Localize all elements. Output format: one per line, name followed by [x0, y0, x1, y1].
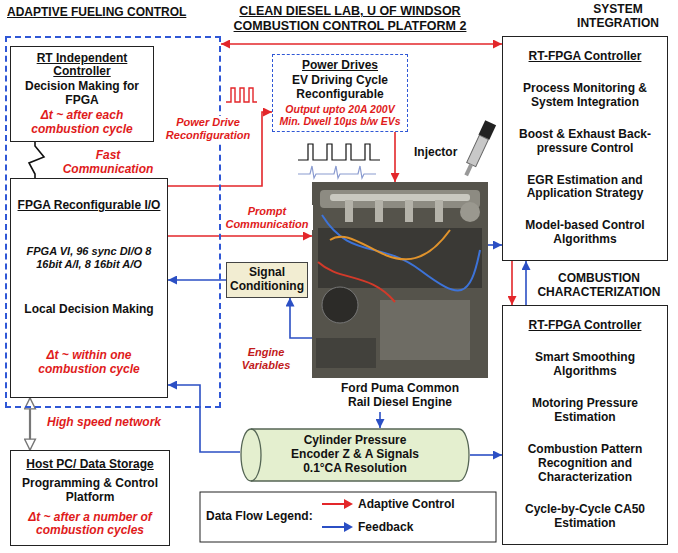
fpga-box: FPGA Reconfigurable I/O FPGA VI, 96 sync …: [10, 178, 168, 398]
flow-arrow: [290, 298, 312, 338]
legend-entry: Adaptive Control: [320, 497, 455, 511]
pulse-train: [226, 88, 257, 102]
sensor-wire: [322, 215, 480, 290]
flow-arrow: [221, 43, 502, 45]
box-title: RT-FPGA Controller: [508, 319, 662, 333]
injector-nozzle: [464, 164, 473, 177]
injector-stub: [435, 200, 443, 222]
legend-sample: [320, 521, 354, 533]
flow-arrow: [511, 261, 513, 305]
flow-arrow: [394, 132, 396, 182]
engine-figure: Ford Puma Common Rail Diesel Engine: [312, 182, 488, 412]
engine-photo-ground: [312, 182, 488, 378]
injector-stub: [345, 200, 353, 222]
cam-cover: [320, 190, 480, 208]
engine-part: [316, 338, 376, 368]
flow-arrow: [470, 454, 502, 456]
box-text: Programming & Control Platform: [16, 477, 164, 505]
box-text: Decision Making for FPGA: [16, 80, 148, 108]
box-text: Smart Smoothing Algorithms: [508, 351, 662, 379]
box-text: Process Monitoring & System Integration: [508, 82, 662, 110]
pressure-cylinder: Cylinder Pressure Encoder Z & A Signals …: [240, 428, 470, 482]
box-title: Host PC/ Data Storage: [16, 458, 164, 472]
injector-figure: [461, 120, 496, 178]
legend-entry: Feedback: [320, 520, 413, 534]
engine-part: [460, 202, 480, 222]
cylinder-face: [251, 429, 261, 481]
box-text: Ford Puma Common Rail Diesel Engine: [334, 382, 466, 410]
flow-arrow: [168, 235, 312, 237]
timing-note: Output upto 20A 200V Min. Dwell 10µs b/w…: [276, 103, 404, 127]
edge-label: Prompt Communication: [221, 205, 313, 230]
legend-sample-head: [344, 499, 353, 509]
legend-sample: [320, 498, 354, 510]
drive-waveform: [298, 144, 380, 160]
lightning-link: [29, 142, 44, 178]
box-text: Signal Conditioning: [230, 266, 304, 294]
box-text: EV Driving Cycle Reconfigurable: [276, 74, 404, 102]
box-title: Power Drives: [276, 59, 404, 73]
pulley: [322, 287, 358, 323]
region-frame: ADAPTIVE FUELING CONTROLRT Independent C…: [5, 36, 221, 408]
controller-box: SYSTEM INTEGRATIONRT-FPGA ControllerProc…: [502, 36, 668, 261]
flow-arrow: [168, 279, 226, 281]
flow-arrow: [29, 398, 31, 450]
timing-note: Δt ~ after a number of combustion cycles: [16, 511, 164, 539]
flow-arrow: [379, 412, 381, 428]
legend-text: Adaptive Control: [358, 497, 455, 511]
box-text: Combustion Pattern Recognition and Chara…: [508, 443, 662, 484]
box-text: Cylinder Pressure Encoder Z & A Signals …: [280, 434, 430, 475]
controller-box: RT Independent ControllerDecision Making…: [10, 46, 154, 142]
box-text: FPGA VI, 96 sync DI/O 8 16bit A/I, 8 16b…: [16, 245, 162, 270]
flow-arrow: [488, 244, 502, 246]
edge-label: Engine Variables: [222, 346, 310, 371]
legend-text: Feedback: [358, 520, 413, 534]
legend-title: Data Flow Legend:: [206, 510, 318, 524]
timing-note: Δt ~ after each combustion cycle: [16, 109, 148, 137]
box-text: Local Decision Making: [16, 303, 162, 317]
section-heading: COMBUSTION CHARACTERIZATION: [531, 272, 667, 300]
common-rail: [330, 194, 470, 201]
legend-sample-head: [344, 522, 353, 532]
injector-stub: [405, 200, 413, 222]
section-heading: ADAPTIVE FUELING CONTROL: [7, 6, 217, 20]
part-label: Injector: [414, 146, 464, 160]
sensor-wire: [330, 230, 450, 259]
edge-label: High speed network: [42, 416, 166, 430]
cylinder-body: [241, 429, 469, 481]
legend-sample-line: [322, 503, 345, 505]
manifold: [380, 300, 470, 360]
box-text: EGR Estimation and Application Strategy: [508, 174, 662, 202]
injector-stub: [375, 200, 383, 222]
host-box: Host PC/ Data StorageProgramming & Contr…: [10, 450, 170, 546]
sensor-wire: [318, 262, 395, 302]
flow-arrow: [168, 385, 240, 452]
section-heading: SYSTEM INTEGRATION: [569, 3, 667, 31]
timing-note: Δt ~ within one combustion cycle: [16, 349, 162, 377]
injector-body: [467, 135, 489, 166]
signal-conditioning-box: Signal Conditioning: [226, 262, 308, 298]
box-text: Model-based Control Algorithms: [508, 219, 662, 247]
flow-arrow: [525, 261, 527, 305]
box-text: Boost & Exhaust Back-pressure Control: [508, 128, 662, 156]
edge-label: Power Drive Reconfiguration: [162, 116, 254, 141]
edge-label: Fast Communication: [58, 149, 158, 177]
box-title: RT-FPGA Controller: [508, 50, 662, 64]
current-waveform: [298, 166, 376, 178]
engine-block: [318, 228, 482, 288]
box-title: FPGA Reconfigurable I/O: [16, 199, 162, 213]
legend-sample-line: [322, 526, 345, 528]
box-text: Cycle-by-Cycle CA50 Estimation: [508, 503, 662, 531]
box-text: Motoring Pressure Estimation: [508, 397, 662, 425]
legend-frame: [200, 492, 496, 542]
power-drive-box: Power DrivesEV Driving Cycle Reconfigura…: [272, 54, 408, 132]
box-title: RT Independent Controller: [16, 52, 148, 80]
diagram-title: CLEAN DIESEL LAB, U OF WINDSOR COMBUSTIO…: [222, 4, 478, 34]
controller-box: COMBUSTION CHARACTERIZATIONRT-FPGA Contr…: [502, 305, 668, 545]
engine-photo: [312, 182, 488, 378]
